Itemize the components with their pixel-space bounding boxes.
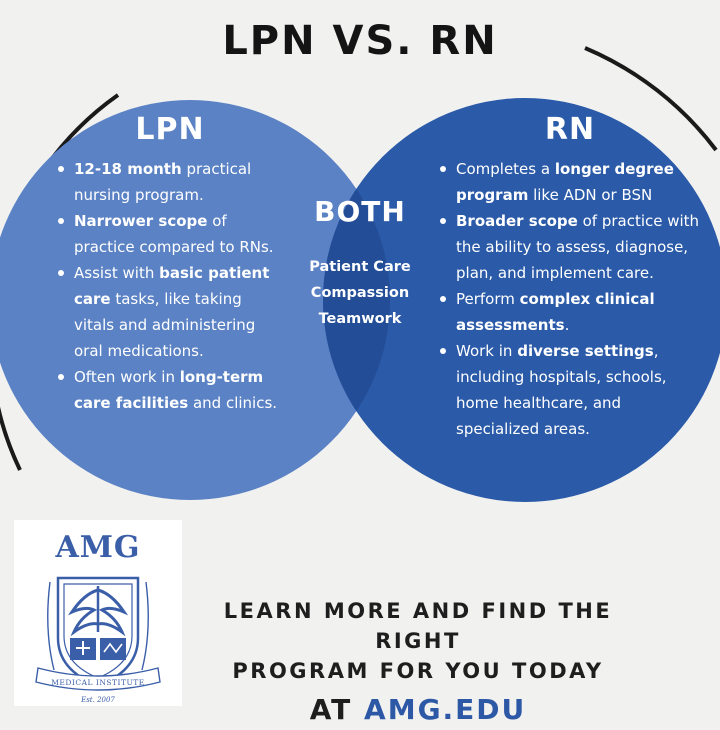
rn-heading: RN [544, 112, 596, 147]
lpn-heading: LPN [135, 112, 205, 147]
page-title: LPN VS. RN [222, 18, 498, 64]
cta-line-1: LEARN MORE AND FIND THE RIGHT [223, 599, 613, 653]
list-item: Narrower scope of practice compared to R… [56, 208, 286, 260]
crest-icon: MEDICAL INSTITUTE Est. 2007 [35, 576, 161, 704]
cta-line-2: PROGRAM FOR YOU TODAY [232, 659, 604, 683]
both-item: Patient Care [309, 259, 411, 275]
cta-line-3: AT AMG.EDU [188, 690, 648, 730]
logo-est: Est. 2007 [80, 696, 115, 704]
list-item: Perform complex clinical assessments. [438, 286, 700, 338]
cta-prefix: AT [309, 693, 365, 726]
list-item: Completes a longer degree program like A… [438, 156, 700, 208]
both-heading: BOTH [314, 195, 406, 228]
logo-wordmark: AMG [55, 530, 141, 565]
decorative-arc-right [584, 46, 718, 152]
list-item: Often work in long-term care facilities … [56, 364, 286, 416]
list-item: 12-18 month practical nursing program. [56, 156, 286, 208]
rn-list: Completes a longer degree program like A… [438, 156, 700, 442]
lpn-circle [0, 100, 390, 500]
list-item: Assist with basic patient care tasks, li… [56, 260, 286, 364]
both-item: Compassion [310, 285, 410, 301]
call-to-action: LEARN MORE AND FIND THE RIGHT PROGRAM FO… [188, 596, 648, 730]
website-link[interactable]: AMG.EDU [364, 693, 527, 726]
both-list: Patient Care Compassion Teamwork [290, 254, 430, 332]
lpn-list: 12-18 month practical nursing program. N… [56, 156, 286, 416]
both-item: Teamwork [318, 311, 402, 327]
list-item: Broader scope of practice with the abili… [438, 208, 700, 286]
rn-circle [323, 98, 720, 502]
list-item: Work in diverse settings, including hosp… [438, 338, 700, 442]
logo-panel: AMG MEDICAL INSTITUTE Est. 2007 [14, 520, 182, 706]
logo-banner: MEDICAL INSTITUTE [51, 678, 145, 687]
